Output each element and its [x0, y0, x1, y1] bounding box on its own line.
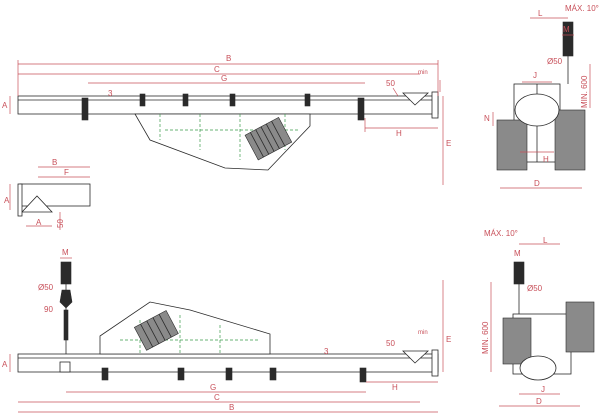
dim-j-end: J: [533, 71, 537, 80]
dim-l-bottom: L: [543, 236, 548, 245]
dim-c-bottom: C: [214, 393, 220, 402]
dim-h-bottom: H: [392, 383, 398, 392]
left-motor-bottom: [502, 317, 532, 365]
dim-e-bottom: E: [446, 335, 451, 344]
dim-3-bottom: 3: [324, 347, 329, 356]
feeder-box-bottom: [99, 301, 271, 355]
hanger-bottom: [59, 261, 73, 354]
dim-g-bottom: G: [210, 383, 216, 392]
dim-f-inlet: F: [64, 168, 69, 177]
dim-h-end: H: [543, 155, 549, 164]
dim-min-top: min: [418, 70, 428, 76]
dim-c-top: C: [214, 65, 220, 74]
dim-b-bottom: B: [229, 403, 234, 412]
dim-a-inlet: A: [4, 196, 10, 205]
vibrator-motor-bottom: [133, 310, 179, 351]
dim-max10-bottom: MÁX. 10°: [484, 229, 518, 238]
dim-min600-bottom: MIN. 600: [481, 321, 490, 354]
dim-m-bottom: M: [62, 248, 69, 257]
dim-min-bottom: min: [418, 330, 428, 336]
vibrator-motor: [244, 116, 293, 161]
dim-j-bottom: J: [541, 385, 545, 394]
dim-d-bottom: D: [536, 397, 542, 406]
dim-max10-end: MÁX. 10°: [565, 4, 599, 13]
dim-h-top: H: [396, 129, 402, 138]
dim-d-end: D: [534, 179, 540, 188]
dim-50-bottom: 50: [386, 339, 395, 348]
supports-bottom: [59, 361, 367, 383]
dim-phi50-end-bottom: Ø50: [527, 284, 543, 293]
dim-3-top: 3: [108, 89, 113, 98]
dim-a-bottom: A: [2, 360, 8, 369]
inlet-detail: B F A A 50: [4, 158, 91, 230]
dim-90-bottom: 90: [44, 305, 53, 314]
dim-50-top: 50: [386, 79, 395, 88]
dim-50-inlet: 50: [56, 219, 65, 228]
dim-b-inlet: B: [52, 158, 57, 167]
dim-a-top: A: [2, 101, 8, 110]
top-end-view: L M MÁX. 10° Ø50 J D N H MIN. 600: [484, 4, 599, 189]
supports: [81, 93, 365, 121]
dim-n-end: N: [484, 114, 490, 123]
dim-m-end: M: [563, 25, 570, 34]
inlet-hopper: [21, 195, 53, 213]
hidden-lines: [159, 114, 300, 160]
dim-a-inlet-bottom: A: [36, 218, 42, 227]
bottom-side-view: B C G H A E M Ø50 90 3 50 min: [2, 248, 451, 413]
dim-min600-end: MIN. 600: [580, 75, 589, 108]
dim-phi50-end: Ø50: [547, 57, 563, 66]
top-side-view: B C G H A E 3 50 min: [2, 54, 451, 185]
dim-e-top: E: [446, 139, 451, 148]
hanger-spring-bottom: [513, 261, 525, 285]
left-motor: [496, 119, 528, 171]
outlet-hopper: [402, 92, 430, 106]
right-motor-bottom: [565, 301, 595, 353]
dim-b-top: B: [226, 54, 231, 63]
dim-m-end-bottom: M: [514, 249, 521, 258]
dim-l-end: L: [538, 9, 543, 18]
trough-body: [17, 95, 439, 115]
dim-phi50-bottom: Ø50: [38, 283, 54, 292]
dim-g-top: G: [221, 74, 227, 83]
right-motor: [554, 109, 586, 171]
bottom-end-view: MÁX. 10° L M Ø50 J D MIN. 600: [481, 229, 595, 407]
outlet-hopper-bottom: [402, 350, 430, 364]
